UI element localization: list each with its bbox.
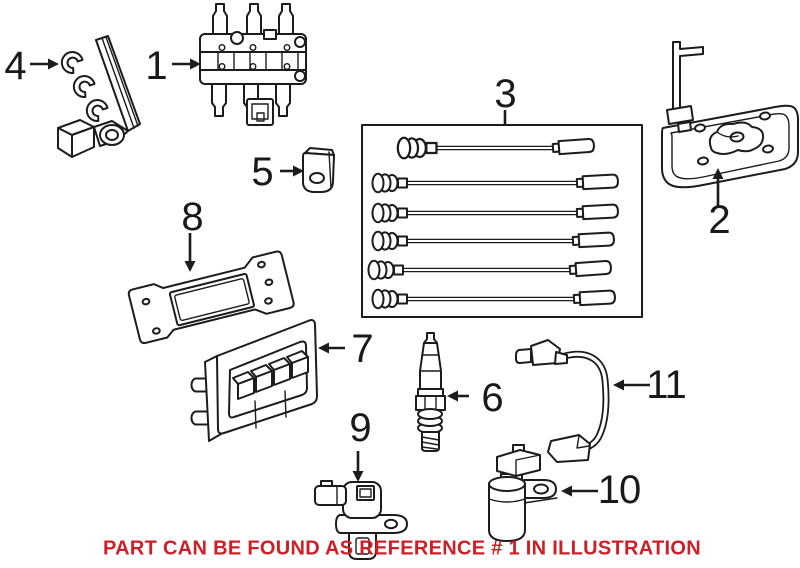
sensor-wiring-pigtail-illustration [515, 339, 610, 463]
callout-label-7: 7 [351, 327, 373, 371]
plug-wire-1 [396, 136, 596, 160]
callout-label-11: 11 [646, 363, 687, 407]
callout-label-6: 6 [481, 376, 503, 420]
engine-control-module-illustration [190, 319, 318, 442]
plug-wire-3 [371, 202, 620, 224]
wire-retainer-clip-illustration [57, 35, 141, 158]
callout-label-5: 5 [251, 150, 273, 194]
camshaft-position-sensor-illustration [314, 480, 408, 560]
callout-label-3: 3 [494, 72, 516, 116]
callout-11-arrow [613, 379, 650, 391]
reference-note: PART CAN BE FOUND AS REFERENCE # 1 IN IL… [103, 537, 701, 560]
callout-8-arrow [184, 233, 196, 272]
callout-9-arrow [352, 451, 364, 482]
callout-5-arrow [280, 165, 304, 177]
spark-plug-illustration [415, 332, 446, 452]
callout-label-8: 8 [181, 195, 203, 239]
plug-wire-5 [367, 259, 613, 281]
callout-1-arrow [172, 58, 201, 70]
ignition-coil-pack-illustration [199, 3, 307, 126]
spark-plug-wire-set-illustration [361, 124, 643, 318]
callout-6-arrow [447, 390, 469, 402]
callout-label-9: 9 [349, 406, 371, 450]
callout-4-arrow [30, 58, 59, 70]
mounting-bracket-illustration [661, 41, 799, 189]
callout-label-4: 4 [4, 44, 26, 88]
plug-wire-4 [371, 230, 616, 252]
callout-10-arrow [561, 485, 598, 497]
callout-label-2: 2 [708, 198, 730, 242]
callout-label-1: 1 [145, 44, 167, 88]
callout-7-arrow [318, 342, 345, 354]
callout-2-arrow [712, 168, 724, 206]
small-clip-illustration [302, 147, 335, 193]
plug-wire-2 [371, 172, 620, 194]
callout-label-10: 10 [597, 468, 641, 512]
crankshaft-position-sensor-illustration [488, 444, 558, 542]
plug-wire-6 [371, 288, 617, 310]
ecm-bracket-illustration [127, 250, 295, 345]
